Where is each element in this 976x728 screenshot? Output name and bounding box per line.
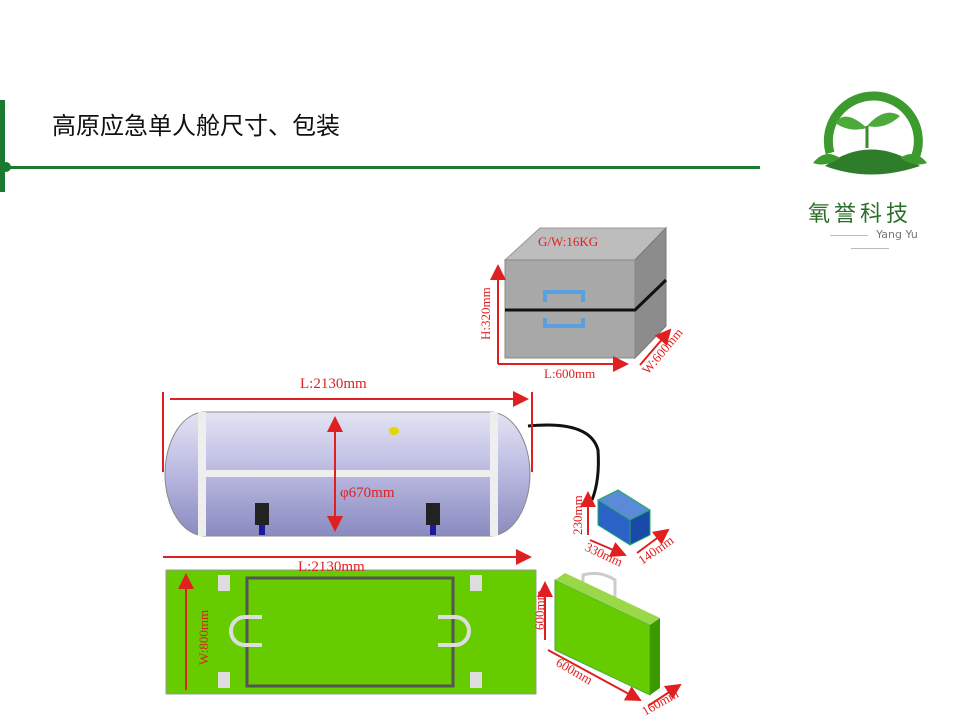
box-weight-label: G/W:16KG [538, 234, 598, 249]
bag-drawing [537, 571, 682, 707]
logo-name-cn: 氧誉科技 [808, 202, 913, 227]
chamber-length-label: L:2130mm [300, 376, 367, 392]
bag-width-label: 160mm [639, 686, 681, 719]
logo-name-en: Yang Yu [800, 228, 940, 254]
mat-drawing [163, 549, 537, 695]
package-box [490, 226, 672, 372]
mat-width-label: W:800mm [196, 610, 211, 665]
compressor-width-label: 140mm [635, 532, 676, 567]
box-length-label: L:600mm [544, 366, 595, 381]
chamber-diameter-label: φ670mm [340, 485, 395, 501]
bag-height-label: 600mm [532, 590, 547, 630]
page-title: 高原应急单人舱尺寸、包装 [52, 112, 340, 140]
box-height-label: H:320mm [478, 287, 493, 340]
compressor-height-label: 230mm [570, 495, 585, 535]
title-divider [0, 166, 760, 169]
compressor-length-label: 330mm [583, 539, 625, 569]
bag-length-label: 600mm [554, 655, 596, 688]
chamber-drawing [162, 391, 600, 537]
compressor-drawing [580, 489, 670, 557]
divider-dot [1, 162, 11, 172]
logo-emblem [813, 91, 927, 175]
mat-length-label: L:2130mm [298, 559, 365, 575]
title-accent-bar [0, 100, 5, 192]
box-width-label: W:600mm [639, 325, 686, 377]
